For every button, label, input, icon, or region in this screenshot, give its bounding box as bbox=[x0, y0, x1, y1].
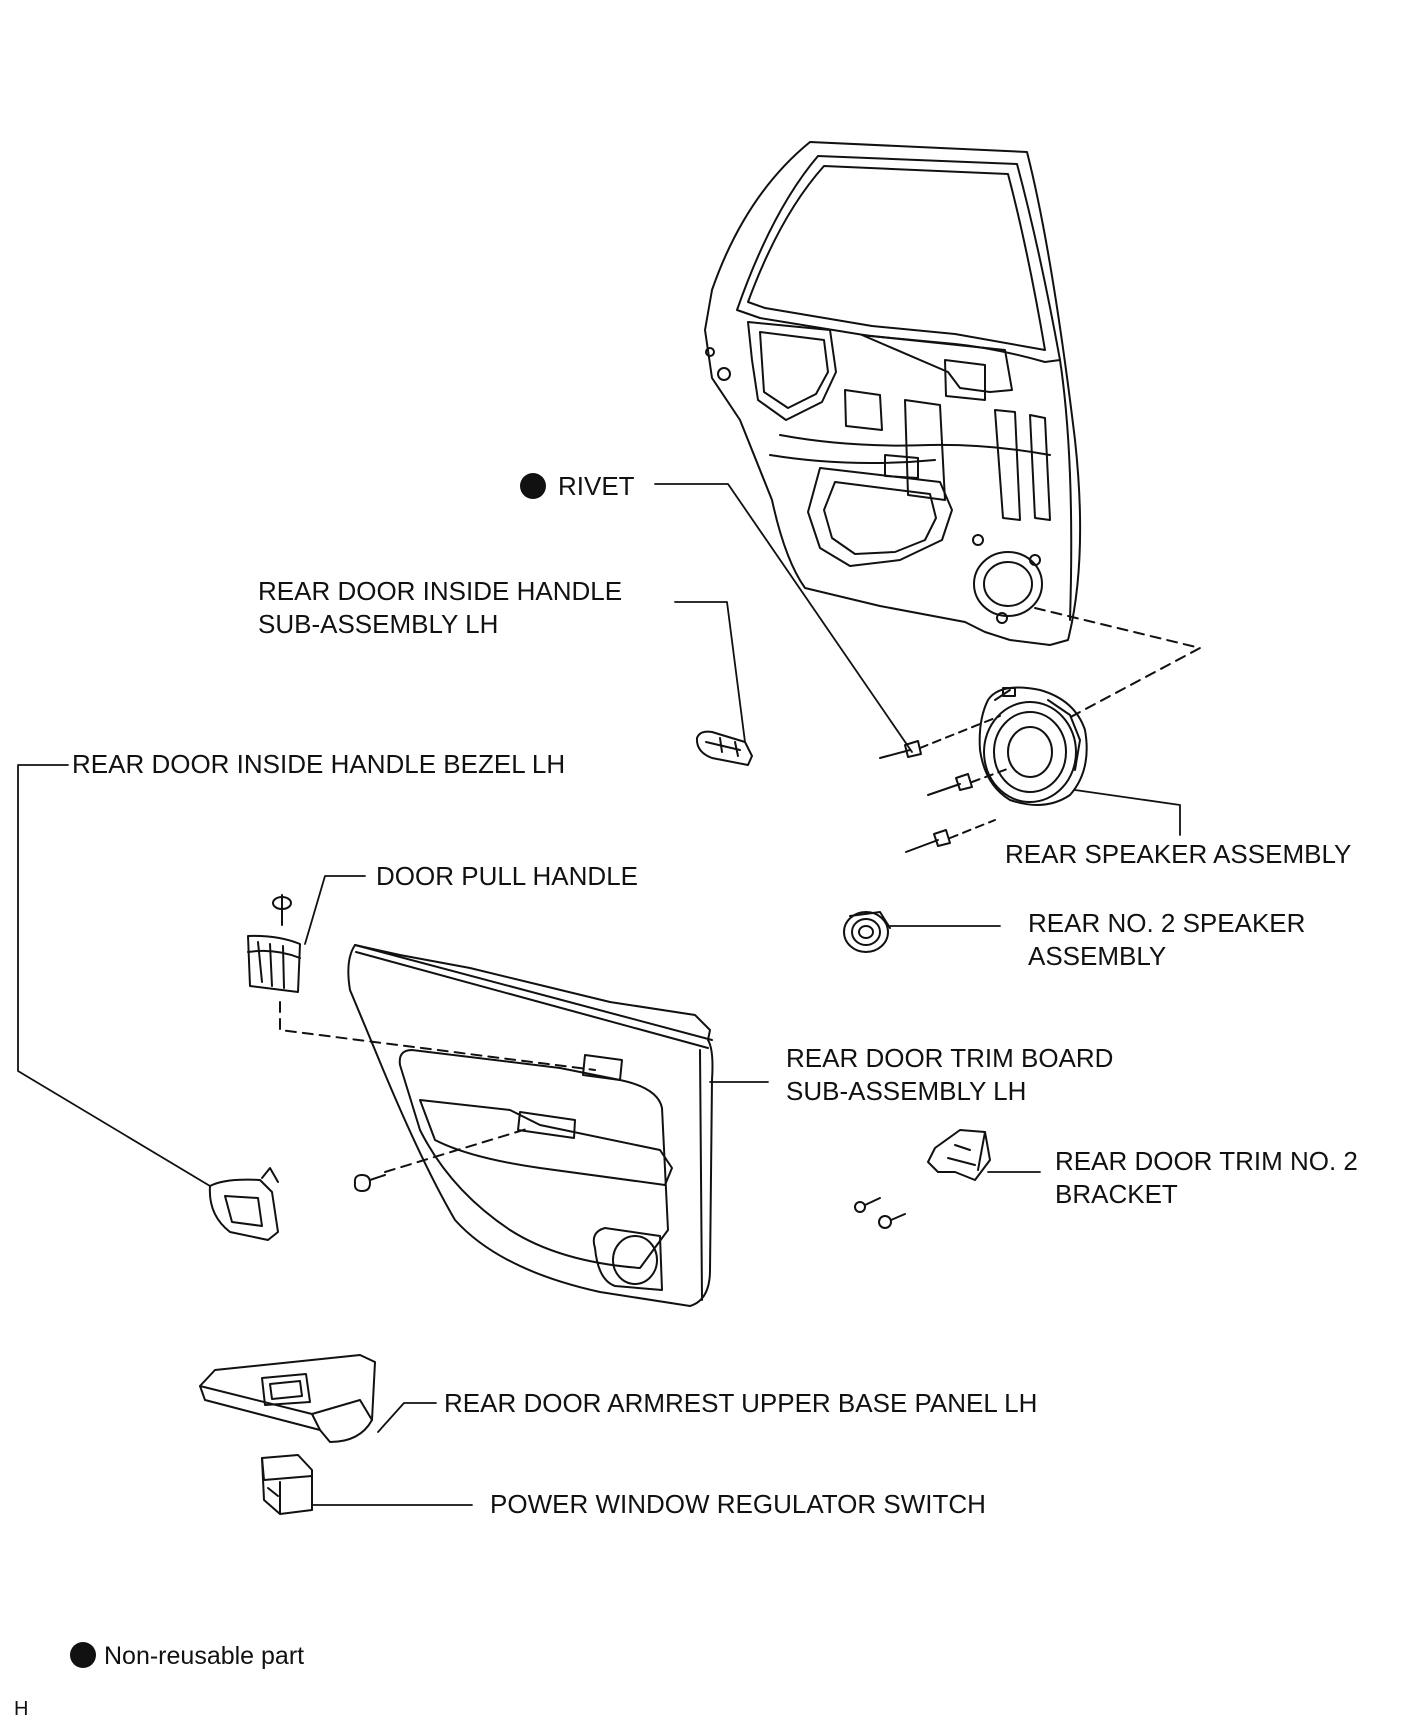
label-trim-bracket-line1: REAR DOOR TRIM NO. 2 bbox=[1055, 1146, 1358, 1176]
label-handle-bezel: REAR DOOR INSIDE HANDLE BEZEL LH bbox=[72, 749, 566, 779]
leader-handle-bezel bbox=[17, 764, 211, 1187]
trim-no2-bracket bbox=[854, 1129, 991, 1229]
trim-board-screw bbox=[353, 1127, 531, 1192]
label-trim-board-line1: REAR DOOR TRIM BOARD bbox=[786, 1043, 1114, 1073]
label-no2-speaker: REAR NO. 2 SPEAKER ASSEMBLY bbox=[1028, 907, 1305, 973]
label-rivet: RIVET bbox=[520, 470, 635, 503]
pull-handle-alignment-line bbox=[279, 1001, 596, 1071]
speaker-alignment-line bbox=[1034, 607, 1201, 721]
label-pw-switch: POWER WINDOW REGULATOR SWITCH bbox=[490, 1489, 986, 1519]
trim-board bbox=[347, 944, 714, 1307]
non-reusable-dot-icon bbox=[520, 473, 546, 499]
label-inside-handle: REAR DOOR INSIDE HANDLE SUB-ASSEMBLY LH bbox=[258, 575, 622, 641]
legend: Non-reusable part bbox=[70, 1640, 304, 1673]
label-inside-handle-line1: REAR DOOR INSIDE HANDLE bbox=[258, 576, 623, 606]
label-inside-handle-line2: SUB-ASSEMBLY LH bbox=[258, 609, 499, 639]
power-window-switch bbox=[261, 1454, 313, 1515]
inside-handle bbox=[695, 730, 753, 766]
speaker-screws bbox=[879, 715, 1011, 853]
legend-text: Non-reusable part bbox=[104, 1642, 305, 1670]
inside-handle-bezel bbox=[208, 1167, 279, 1241]
rear-speaker-assembly bbox=[978, 686, 1088, 806]
leader-rivet bbox=[654, 483, 913, 753]
label-rear-speaker: REAR SPEAKER ASSEMBLY bbox=[1005, 839, 1352, 869]
leader-armrest bbox=[377, 1402, 437, 1433]
door-pull-handle bbox=[247, 894, 301, 993]
label-pull-handle: DOOR PULL HANDLE bbox=[376, 861, 638, 891]
armrest-upper-base-panel bbox=[199, 1354, 376, 1443]
leader-pull-handle bbox=[304, 875, 366, 945]
leader-inside-handle bbox=[674, 601, 746, 743]
rear-no2-speaker bbox=[843, 911, 891, 953]
door-inner-panel bbox=[704, 141, 1082, 646]
legend-dot-icon bbox=[70, 1642, 96, 1668]
label-no2-speaker-line2: ASSEMBLY bbox=[1028, 941, 1167, 971]
leader-lines bbox=[17, 483, 1181, 1506]
corner-mark: H bbox=[14, 1698, 29, 1720]
label-trim-bracket-line2: BRACKET bbox=[1055, 1179, 1178, 1209]
leader-rear-speaker bbox=[1074, 789, 1181, 836]
label-no2-speaker-line1: REAR NO. 2 SPEAKER bbox=[1028, 908, 1306, 938]
label-trim-bracket: REAR DOOR TRIM NO. 2 BRACKET bbox=[1055, 1145, 1358, 1211]
label-armrest: REAR DOOR ARMREST UPPER BASE PANEL LH bbox=[444, 1388, 1038, 1418]
label-trim-board: REAR DOOR TRIM BOARD SUB-ASSEMBLY LH bbox=[786, 1042, 1113, 1108]
label-trim-board-line2: SUB-ASSEMBLY LH bbox=[786, 1076, 1027, 1106]
